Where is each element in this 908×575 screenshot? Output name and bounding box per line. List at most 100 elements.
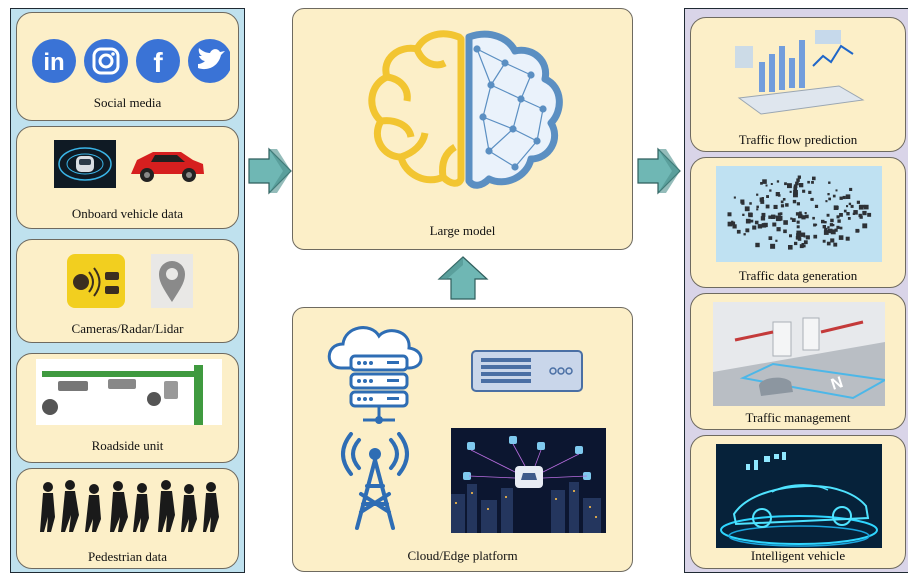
data-block [801,215,806,220]
data-block [773,204,778,209]
data-block [761,197,764,200]
sensors-card: Cameras/Radar/Lidar [16,239,239,343]
data-block [858,204,864,210]
data-block [793,190,798,195]
data-block [783,220,788,225]
data-block [769,189,772,192]
data-block [756,208,759,211]
data-block [822,239,826,243]
data-block [813,234,818,239]
large-model-card: Large model [292,8,633,250]
data-block [796,225,800,229]
data-block [834,228,838,232]
social-icons-group: in f [32,39,230,83]
data-block [826,213,830,217]
toll-gate-image: N [713,302,885,406]
data-block [761,212,766,217]
data-block [793,184,798,188]
data-block [768,215,772,219]
data-block [859,215,863,219]
data-block [766,195,769,198]
data-block [779,212,783,216]
data-block [775,239,778,242]
data-block [770,243,776,249]
brain-left-hemisphere [368,30,465,187]
data-block [756,205,759,209]
intelligent-vehicle-image [716,444,882,548]
data-block [833,242,838,247]
data-block [796,220,800,224]
onboard-vehicle-card: Onboard vehicle data [16,126,239,229]
cloud-server-icon [327,326,423,424]
data-block [827,193,830,196]
social-media-label: Social media [93,95,162,110]
data-block [742,213,745,216]
intelligent-vehicle-card: Intelligent vehicle [690,435,906,569]
data-block [839,196,843,200]
data-block [813,223,817,227]
facebook-letter: f [153,47,163,78]
data-block [797,237,802,241]
arrow-right-icon [248,147,292,195]
data-block [826,241,831,246]
data-block [793,186,798,191]
input-sources-panel: in f Social media [10,8,245,573]
data-block [784,182,787,186]
data-block [839,213,843,217]
roadside-unit-label: Roadside unit [91,438,164,453]
data-block [731,220,734,223]
data-block [757,224,763,229]
car-sensor-image [54,140,116,188]
red-car-image [131,152,204,182]
data-block [833,205,839,210]
data-block [792,199,797,204]
data-block [814,204,819,208]
data-block [848,202,852,206]
facebook-icon: f [136,39,180,83]
traffic-flow-card: Traffic flow prediction [690,17,906,152]
data-block [750,219,754,223]
cell-tower-icon [341,432,409,530]
data-block [771,214,776,219]
data-block [744,206,750,212]
data-block [736,229,741,234]
brain-right-hemisphere [465,30,563,189]
data-block [782,198,786,201]
data-block [777,212,781,216]
data-block [752,225,757,230]
data-block [846,212,850,216]
data-block [789,190,792,193]
data-block [785,203,789,207]
data-block [791,218,796,222]
large-model-label: Large model [429,223,496,238]
data-block [822,225,826,229]
data-block [828,197,831,201]
data-block [755,242,760,248]
data-block [821,219,825,224]
data-block [793,192,798,198]
onboard-vehicle-label: Onboard vehicle data [71,206,184,221]
data-block [843,209,847,213]
data-block [862,223,868,229]
data-block [847,217,851,220]
brain-icon [368,30,563,189]
data-block [836,225,840,229]
linkedin-letter: in [43,49,64,76]
data-block [862,210,867,216]
data-block [835,189,838,192]
traffic-data-generation-label: Traffic data generation [738,268,858,283]
data-block [812,176,816,181]
data-block [836,215,840,219]
data-block [780,200,784,204]
data-block [838,226,841,229]
data-block [803,240,808,245]
data-block [803,235,806,238]
data-block [727,212,732,217]
edge-server-icon [471,350,583,392]
arrow-up-icon [437,256,489,300]
data-network-image [716,166,882,262]
data-block [804,212,807,215]
data-block [745,218,751,224]
pedestrian-silhouettes-image [40,480,219,532]
data-block [854,210,857,213]
